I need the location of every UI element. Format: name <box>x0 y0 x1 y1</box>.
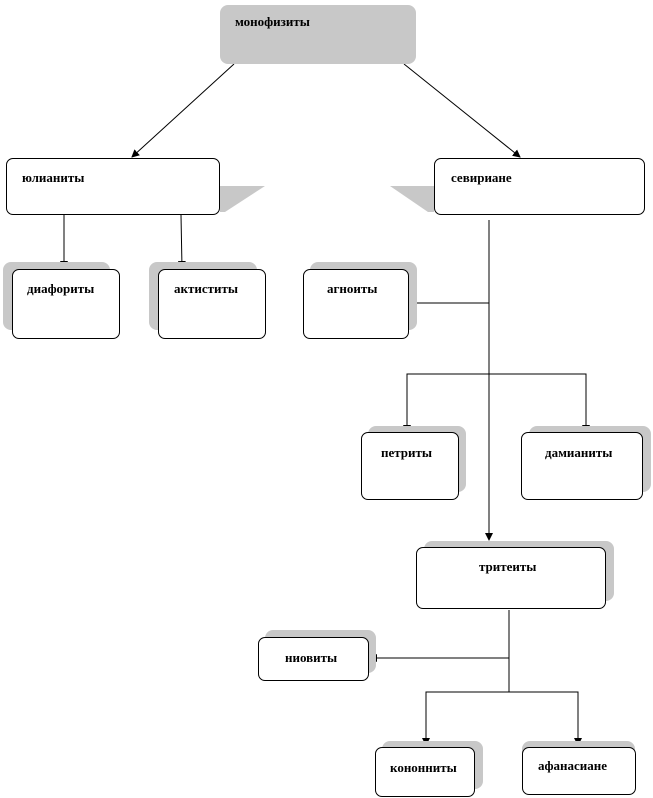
node-julianists: юлианиты <box>6 158 220 215</box>
node-diaphorites: диафориты <box>12 269 120 339</box>
node-niobites: ниовиты <box>258 637 369 681</box>
arrow-root-severians <box>403 63 521 158</box>
node-petrites: петриты <box>361 432 459 500</box>
line-tritheites-branch <box>425 691 579 742</box>
arrow-root-julianists <box>131 63 235 158</box>
node-julianists-label: юлианиты <box>22 170 85 185</box>
node-athanasians: афанасиане <box>522 747 636 795</box>
julianists-shadow-wedge <box>220 186 265 212</box>
node-agnoites: агноиты <box>303 269 409 339</box>
node-damianites-label: дамианиты <box>545 445 613 460</box>
node-petrites-label: петриты <box>381 445 433 460</box>
node-tritheites: тритеиты <box>416 547 606 609</box>
node-kononites: кононниты <box>375 747 475 797</box>
node-kononites-label: кононниты <box>390 760 457 775</box>
node-agnoites-label: агноиты <box>327 281 378 296</box>
node-diaphorites-label: диафориты <box>27 281 95 296</box>
node-severians: севириане <box>434 158 645 215</box>
node-monophysites: монофизиты <box>220 5 416 64</box>
node-monophysites-label: монофизиты <box>235 14 310 29</box>
node-aktistites: актиститы <box>158 269 266 339</box>
node-niobites-label: ниовиты <box>285 650 338 665</box>
severians-shadow-wedge <box>390 186 434 212</box>
node-athanasians-label: афанасиане <box>538 758 608 773</box>
node-damianites: дамианиты <box>521 432 643 500</box>
arrow-julianists-aktistites <box>177 214 186 269</box>
node-severians-label: севириане <box>451 170 512 185</box>
node-tritheites-label: тритеиты <box>479 559 537 574</box>
node-aktistites-label: актиститы <box>174 281 239 296</box>
line-severians-branch <box>406 373 587 430</box>
